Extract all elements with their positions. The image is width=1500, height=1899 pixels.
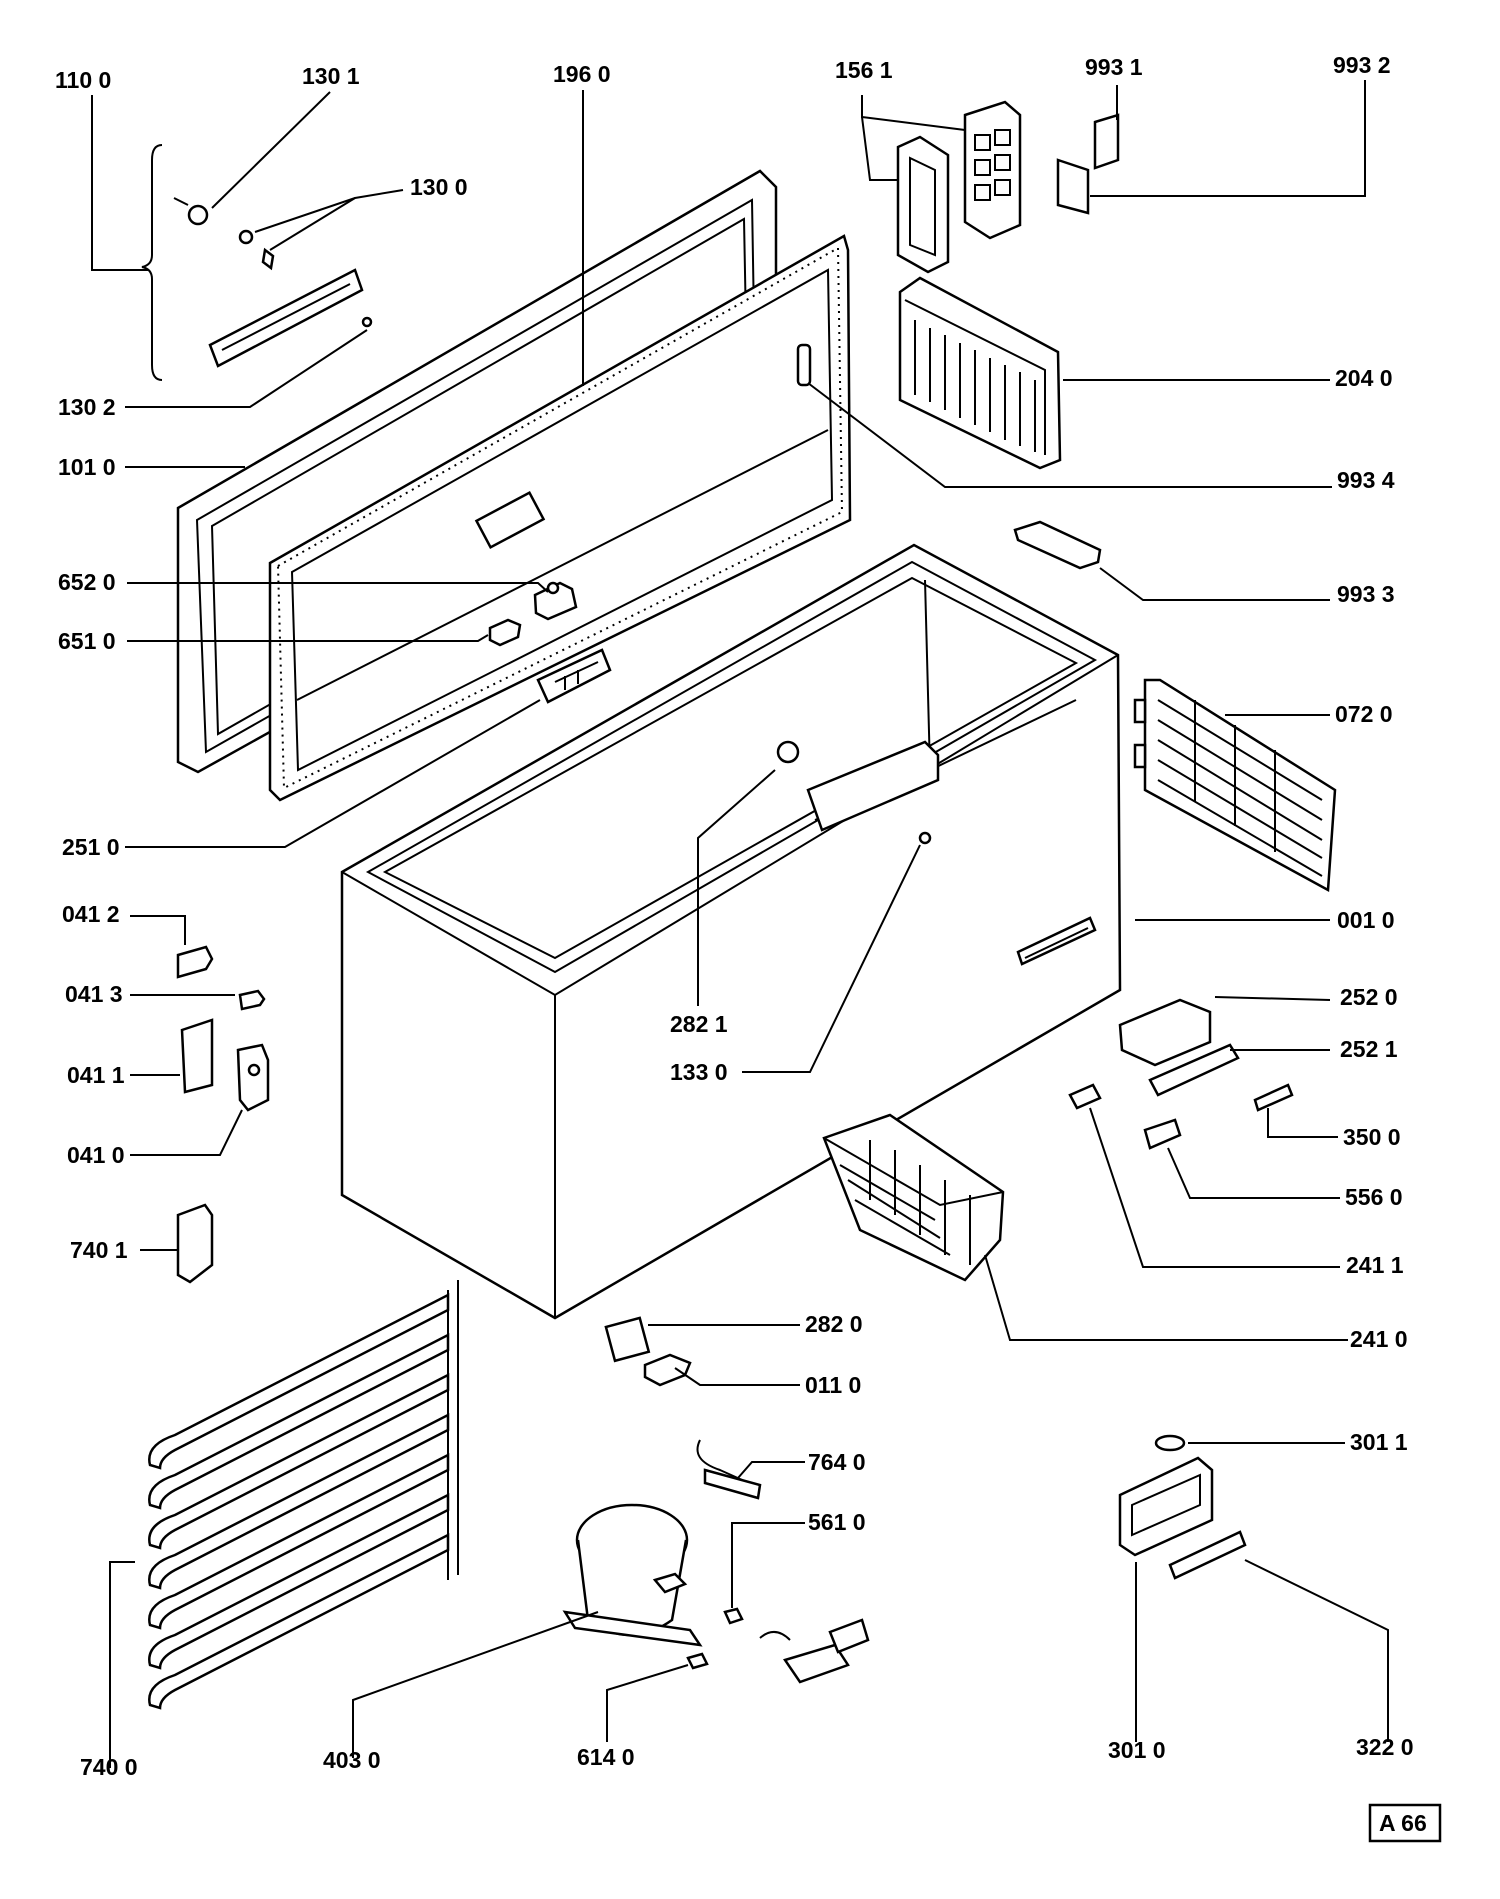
callout-label: 651 0 [58,628,116,654]
callout-label: 204 0 [1335,365,1393,391]
callout-label: 403 0 [323,1747,381,1773]
freezer-basket [822,1113,1005,1282]
callout-label: 252 0 [1340,984,1398,1010]
sheet-code-box: A 66 [1368,1803,1442,1843]
callout-label: 041 1 [67,1062,125,1088]
callout-label: 282 1 [670,1011,728,1037]
callout-label: 133 0 [670,1059,728,1085]
callout-label: 740 0 [80,1754,138,1780]
lid-liner [268,234,852,802]
thermostat-housing [1118,1434,1247,1580]
drain-tray [898,276,1062,470]
callout-label: 130 2 [58,394,116,420]
callout-label: 156 1 [835,57,893,83]
thermostat-parts [1068,998,1294,1150]
callout-label: 072 0 [1335,701,1393,727]
relay-and-compressor-parts [562,1316,870,1684]
control-panel [536,648,612,704]
handle-assembly [141,144,373,381]
callout-label: 251 0 [62,834,120,860]
hinge-part [1013,520,1102,570]
callout-label: 301 0 [1108,1737,1166,1763]
callout-label: 556 0 [1345,1184,1403,1210]
callout-label: 001 0 [1337,907,1395,933]
condenser-coil [148,1280,459,1710]
callout-label: 614 0 [577,1744,635,1770]
callout-label: 764 0 [808,1449,866,1475]
callout-label: 252 1 [1340,1036,1398,1062]
callout-label: 301 1 [1350,1429,1408,1455]
lamp-cover-parts [896,100,1120,274]
callout-label: 041 0 [67,1142,125,1168]
callout-label: 322 0 [1356,1734,1414,1760]
lid-lock-parts [488,581,578,647]
callout-label: 130 0 [410,174,468,200]
callout-label: 011 0 [805,1372,861,1398]
freezer-cabinet [340,543,1122,1320]
callout-label: 241 0 [1350,1326,1408,1352]
leader-lines [91,80,1389,1768]
callout-label: 993 3 [1337,581,1395,607]
callout-label: 652 0 [58,569,116,595]
callout-label: 993 1 [1085,54,1143,80]
callout-label: 740 1 [70,1237,128,1263]
callout-label: 561 0 [808,1509,866,1535]
back-panel [1133,678,1337,893]
callout-labels: 110 0 130 1 196 0 156 1 993 1 993 2 130 … [55,52,1414,1780]
callout-label: 110 0 [55,67,111,93]
callout-label: 282 0 [805,1311,863,1337]
callout-label: 993 2 [1333,52,1391,78]
callout-label: 993 4 [1337,467,1395,493]
callout-label: 130 1 [302,63,360,89]
callout-label: 196 0 [553,61,611,87]
hinge-parts-left [176,945,270,1112]
sheet-code: A 66 [1379,1810,1427,1836]
callout-label: 241 1 [1346,1252,1404,1278]
hinge-bracket [176,1203,214,1284]
callout-label: 101 0 [58,454,116,480]
callout-label: 041 2 [62,901,120,927]
callout-label: 041 3 [65,981,123,1007]
callout-label: 350 0 [1343,1124,1401,1150]
